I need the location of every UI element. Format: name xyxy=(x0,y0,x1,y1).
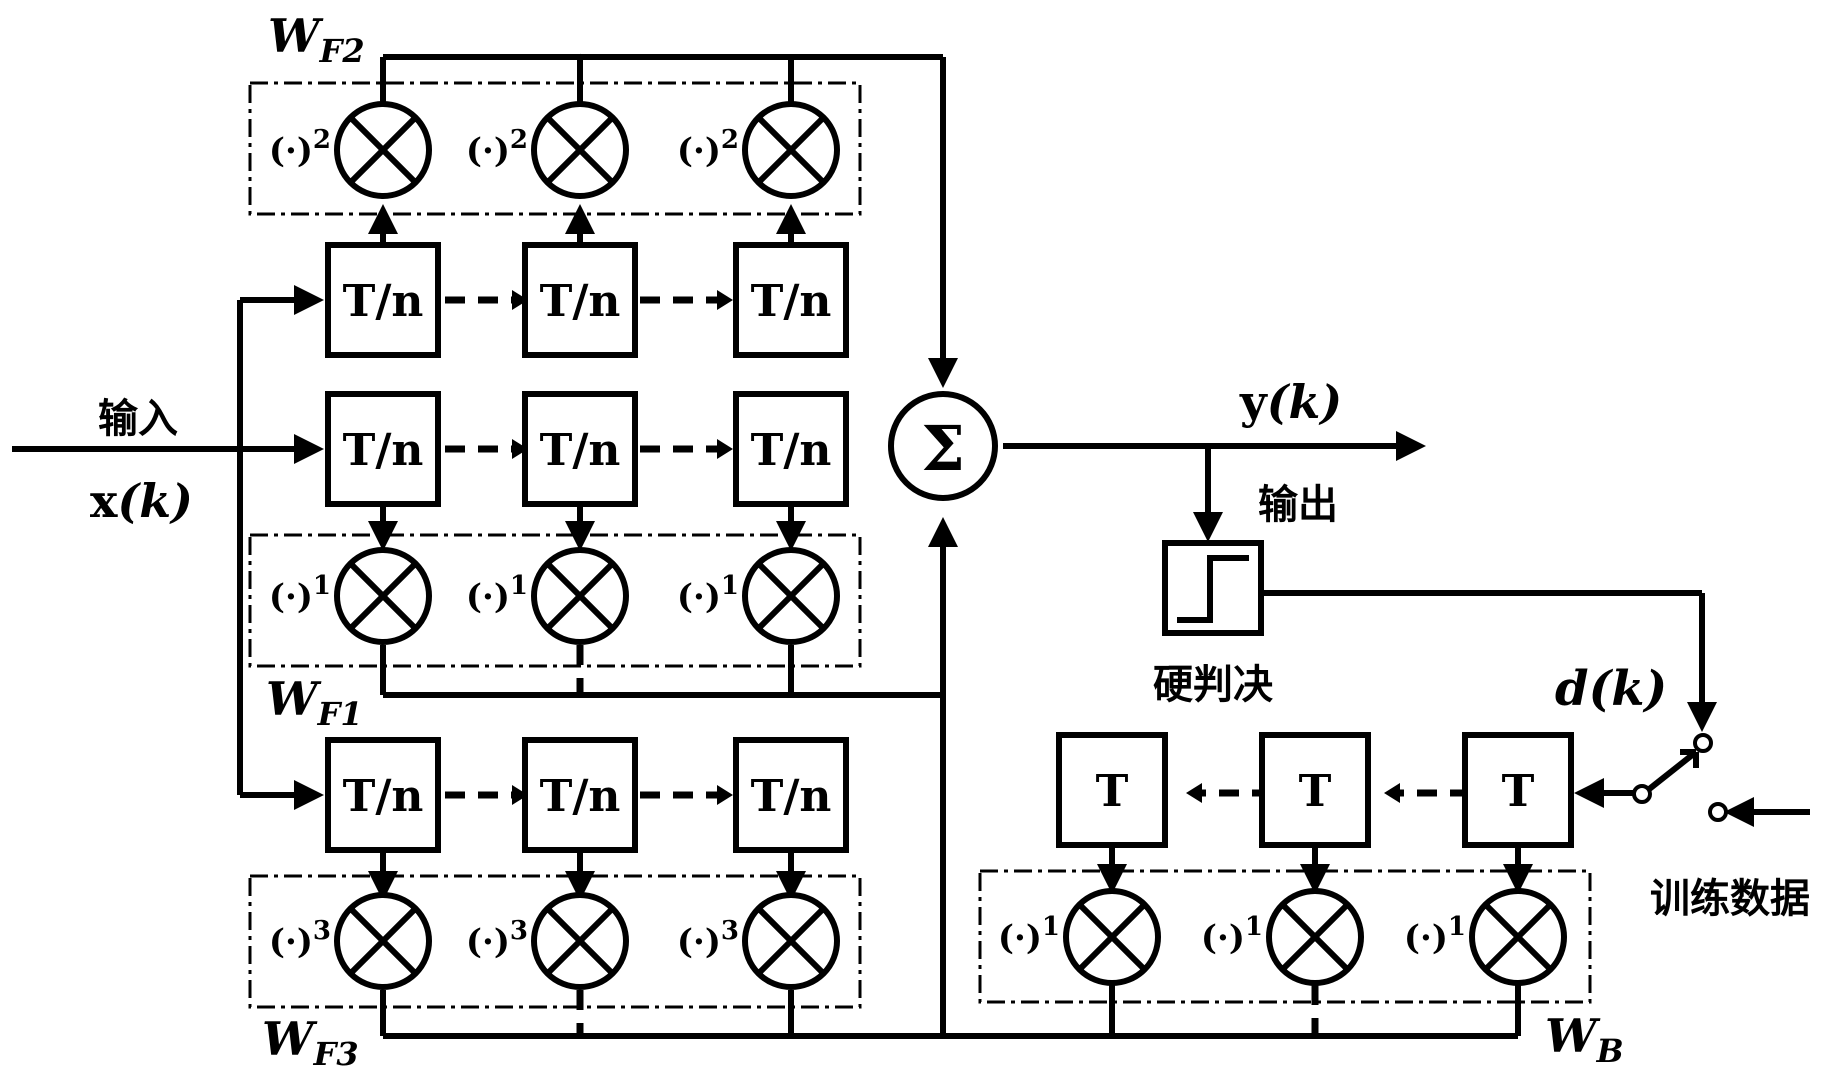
wf3-group xyxy=(248,874,862,1009)
delay-symbol-1: T xyxy=(1056,732,1168,848)
multiplier-wb-3 xyxy=(1469,888,1567,986)
delay-label: T/n xyxy=(751,276,832,327)
multiplier-wf3-3 xyxy=(742,892,840,990)
multiplier-wf2-2 xyxy=(531,101,629,199)
hard-decision-label: 硬判决 xyxy=(1153,662,1273,708)
wb-label: WB xyxy=(1545,1009,1624,1070)
delay-label: T/n xyxy=(751,771,832,822)
delay-label: T/n xyxy=(540,771,621,822)
multiplier-wf2-3 xyxy=(742,101,840,199)
output-label: 输出 xyxy=(1258,482,1338,528)
delay-fractional-wf3-row-2: T/n xyxy=(522,737,638,853)
delay-fractional-main-row-2: T/n xyxy=(522,391,638,507)
delay-fractional-main-row-1: T/n xyxy=(325,391,441,507)
delay-label: T/n xyxy=(343,276,424,327)
delay-fractional-wf2-row-2: T/n xyxy=(522,242,638,358)
power-label: (·)2 xyxy=(677,125,739,171)
sigma-symbol: Σ xyxy=(921,412,965,485)
multiplier-wb-1 xyxy=(1063,888,1161,986)
delay-label: T xyxy=(1502,766,1535,817)
input-label: 输入 xyxy=(98,396,178,442)
input-signal-label: x(k) xyxy=(90,474,193,528)
wires xyxy=(12,54,1810,1039)
switch-pivot xyxy=(1632,784,1652,804)
multiplier-wf1-2 xyxy=(531,547,629,645)
switch-contact-training xyxy=(1708,802,1728,822)
delay-symbol-2: T xyxy=(1259,732,1371,848)
multiplier-wf3-1 xyxy=(334,892,432,990)
dashed-links xyxy=(445,296,1470,1036)
summation-node: Σ xyxy=(888,391,998,501)
wf2-group xyxy=(248,81,862,216)
power-label: (·)1 xyxy=(1404,912,1466,958)
power-label: (·)3 xyxy=(466,916,528,962)
power-label: (·)1 xyxy=(677,571,739,617)
delay-label: T/n xyxy=(343,425,424,476)
delay-fractional-wf3-row-3: T/n xyxy=(733,737,849,853)
wf1-group xyxy=(248,533,862,668)
delay-symbol-3: T xyxy=(1462,732,1574,848)
delay-label: T xyxy=(1299,766,1332,817)
power-label: (·)1 xyxy=(466,571,528,617)
power-labels: (·)2 (·)2 (·)2 (·)1 (·)1 (·)1 (·)3 (·)3 (·)3 (·)1… xyxy=(269,125,1466,962)
switch xyxy=(1632,733,1728,822)
delay-label: T/n xyxy=(343,771,424,822)
delay-label: T/n xyxy=(540,425,621,476)
dash-arrowheads xyxy=(512,290,1400,805)
power-label: (·)3 xyxy=(677,916,739,962)
training-data-label: 训练数据 xyxy=(1650,876,1810,922)
step-icon xyxy=(1177,555,1249,623)
multiplier-wb-2 xyxy=(1266,888,1364,986)
output-signal-label: y(k) xyxy=(1239,375,1342,429)
weight-groups xyxy=(248,81,1592,1009)
delay-fractional-wf3-row-1: T/n xyxy=(325,737,441,853)
multiplier-wf2-1 xyxy=(334,101,432,199)
power-label: (·)2 xyxy=(269,125,331,171)
wf3-label: WF3 xyxy=(262,1012,359,1073)
power-label: (·)1 xyxy=(1201,912,1263,958)
multiplier-wf3-2 xyxy=(531,892,629,990)
delay-fractional-wf2-row-1: T/n xyxy=(325,242,441,358)
switch-contact-feedback xyxy=(1693,733,1713,753)
power-label: (·)1 xyxy=(998,912,1060,958)
wf1-label: WF1 xyxy=(266,672,363,733)
delay-label: T/n xyxy=(540,276,621,327)
power-label: (·)1 xyxy=(269,571,331,617)
power-label: (·)2 xyxy=(466,125,528,171)
wf2-label: WF2 xyxy=(268,9,365,70)
wb-group xyxy=(978,869,1592,1004)
multiplier-wf1-3 xyxy=(742,547,840,645)
power-label: (·)3 xyxy=(269,916,331,962)
hard-decision-block xyxy=(1162,540,1264,636)
multiplier-wf1-1 xyxy=(334,547,432,645)
delay-fractional-wf2-row-3: T/n xyxy=(733,242,849,358)
delay-label: T/n xyxy=(751,425,832,476)
delay-label: T xyxy=(1096,766,1129,817)
decision-signal-label: d(k) xyxy=(1555,661,1667,717)
multipliers xyxy=(334,101,1567,990)
delay-fractional-main-row-3: T/n xyxy=(733,391,849,507)
